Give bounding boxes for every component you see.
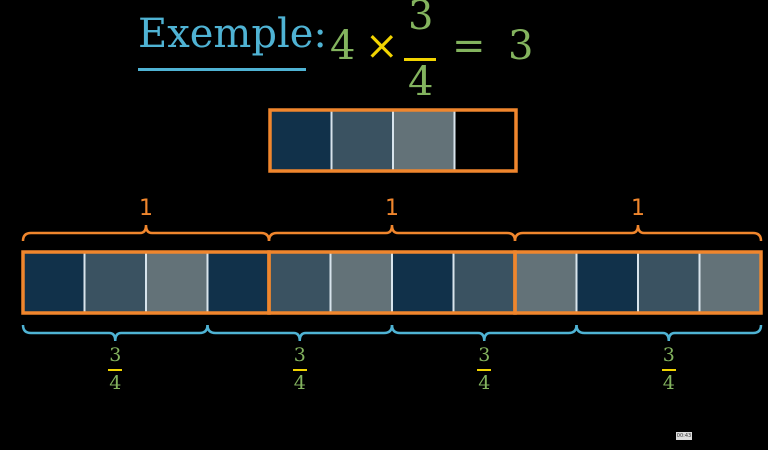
single-whole-frame [268,108,518,173]
title-underline [138,68,306,71]
bottom-brace [390,324,578,342]
row-cell [699,252,761,313]
fraction-numerator: 3 [478,344,491,366]
row-cell [269,252,331,313]
row-cell [392,252,454,313]
fraction-denominator: 4 [662,372,675,394]
equation-multiplier: 4 [330,23,356,69]
bottom-brace [206,324,394,342]
row-cell [207,252,269,313]
fraction-bar [292,369,307,371]
top-brace [267,224,517,242]
fraction-bar [108,369,123,371]
bottom-brace [575,324,763,342]
timestamp-badge: 00:43 [676,432,692,440]
fraction-denominator: 4 [293,372,306,394]
top-brace [21,224,271,242]
fraction-denominator: 4 [478,372,491,394]
row-cell [453,252,515,313]
row-cell [84,252,146,313]
whole-label: 1 [385,196,399,221]
equation-denominator: 4 [408,59,434,105]
row-cell [146,252,208,313]
single-whole-cell [393,110,455,171]
whole-frame [513,250,763,315]
row-cell [330,252,392,313]
row-cell [638,252,700,313]
row-cell [23,252,85,313]
whole-label: 1 [139,196,153,221]
fraction-bar [661,369,676,371]
bottom-brace [21,324,209,342]
single-whole-cell [270,110,332,171]
equation-fraction-bar [404,58,436,61]
equation-times-operator: × [365,23,399,69]
equation-numerator: 3 [408,0,434,39]
fraction-bar [477,369,492,371]
row-cell [576,252,638,313]
equation-equals: = [452,23,486,69]
single-whole-cell [454,110,516,171]
row-cell [515,252,577,313]
fraction-numerator: 3 [109,344,122,366]
top-brace [513,224,763,242]
fraction-numerator: 3 [662,344,675,366]
single-whole-cell [331,110,393,171]
equation-result: 3 [508,23,534,69]
fraction-numerator: 3 [293,344,306,366]
fraction-denominator: 4 [109,372,122,394]
title-word: Exemple: [138,11,327,57]
whole-label: 1 [631,196,645,221]
